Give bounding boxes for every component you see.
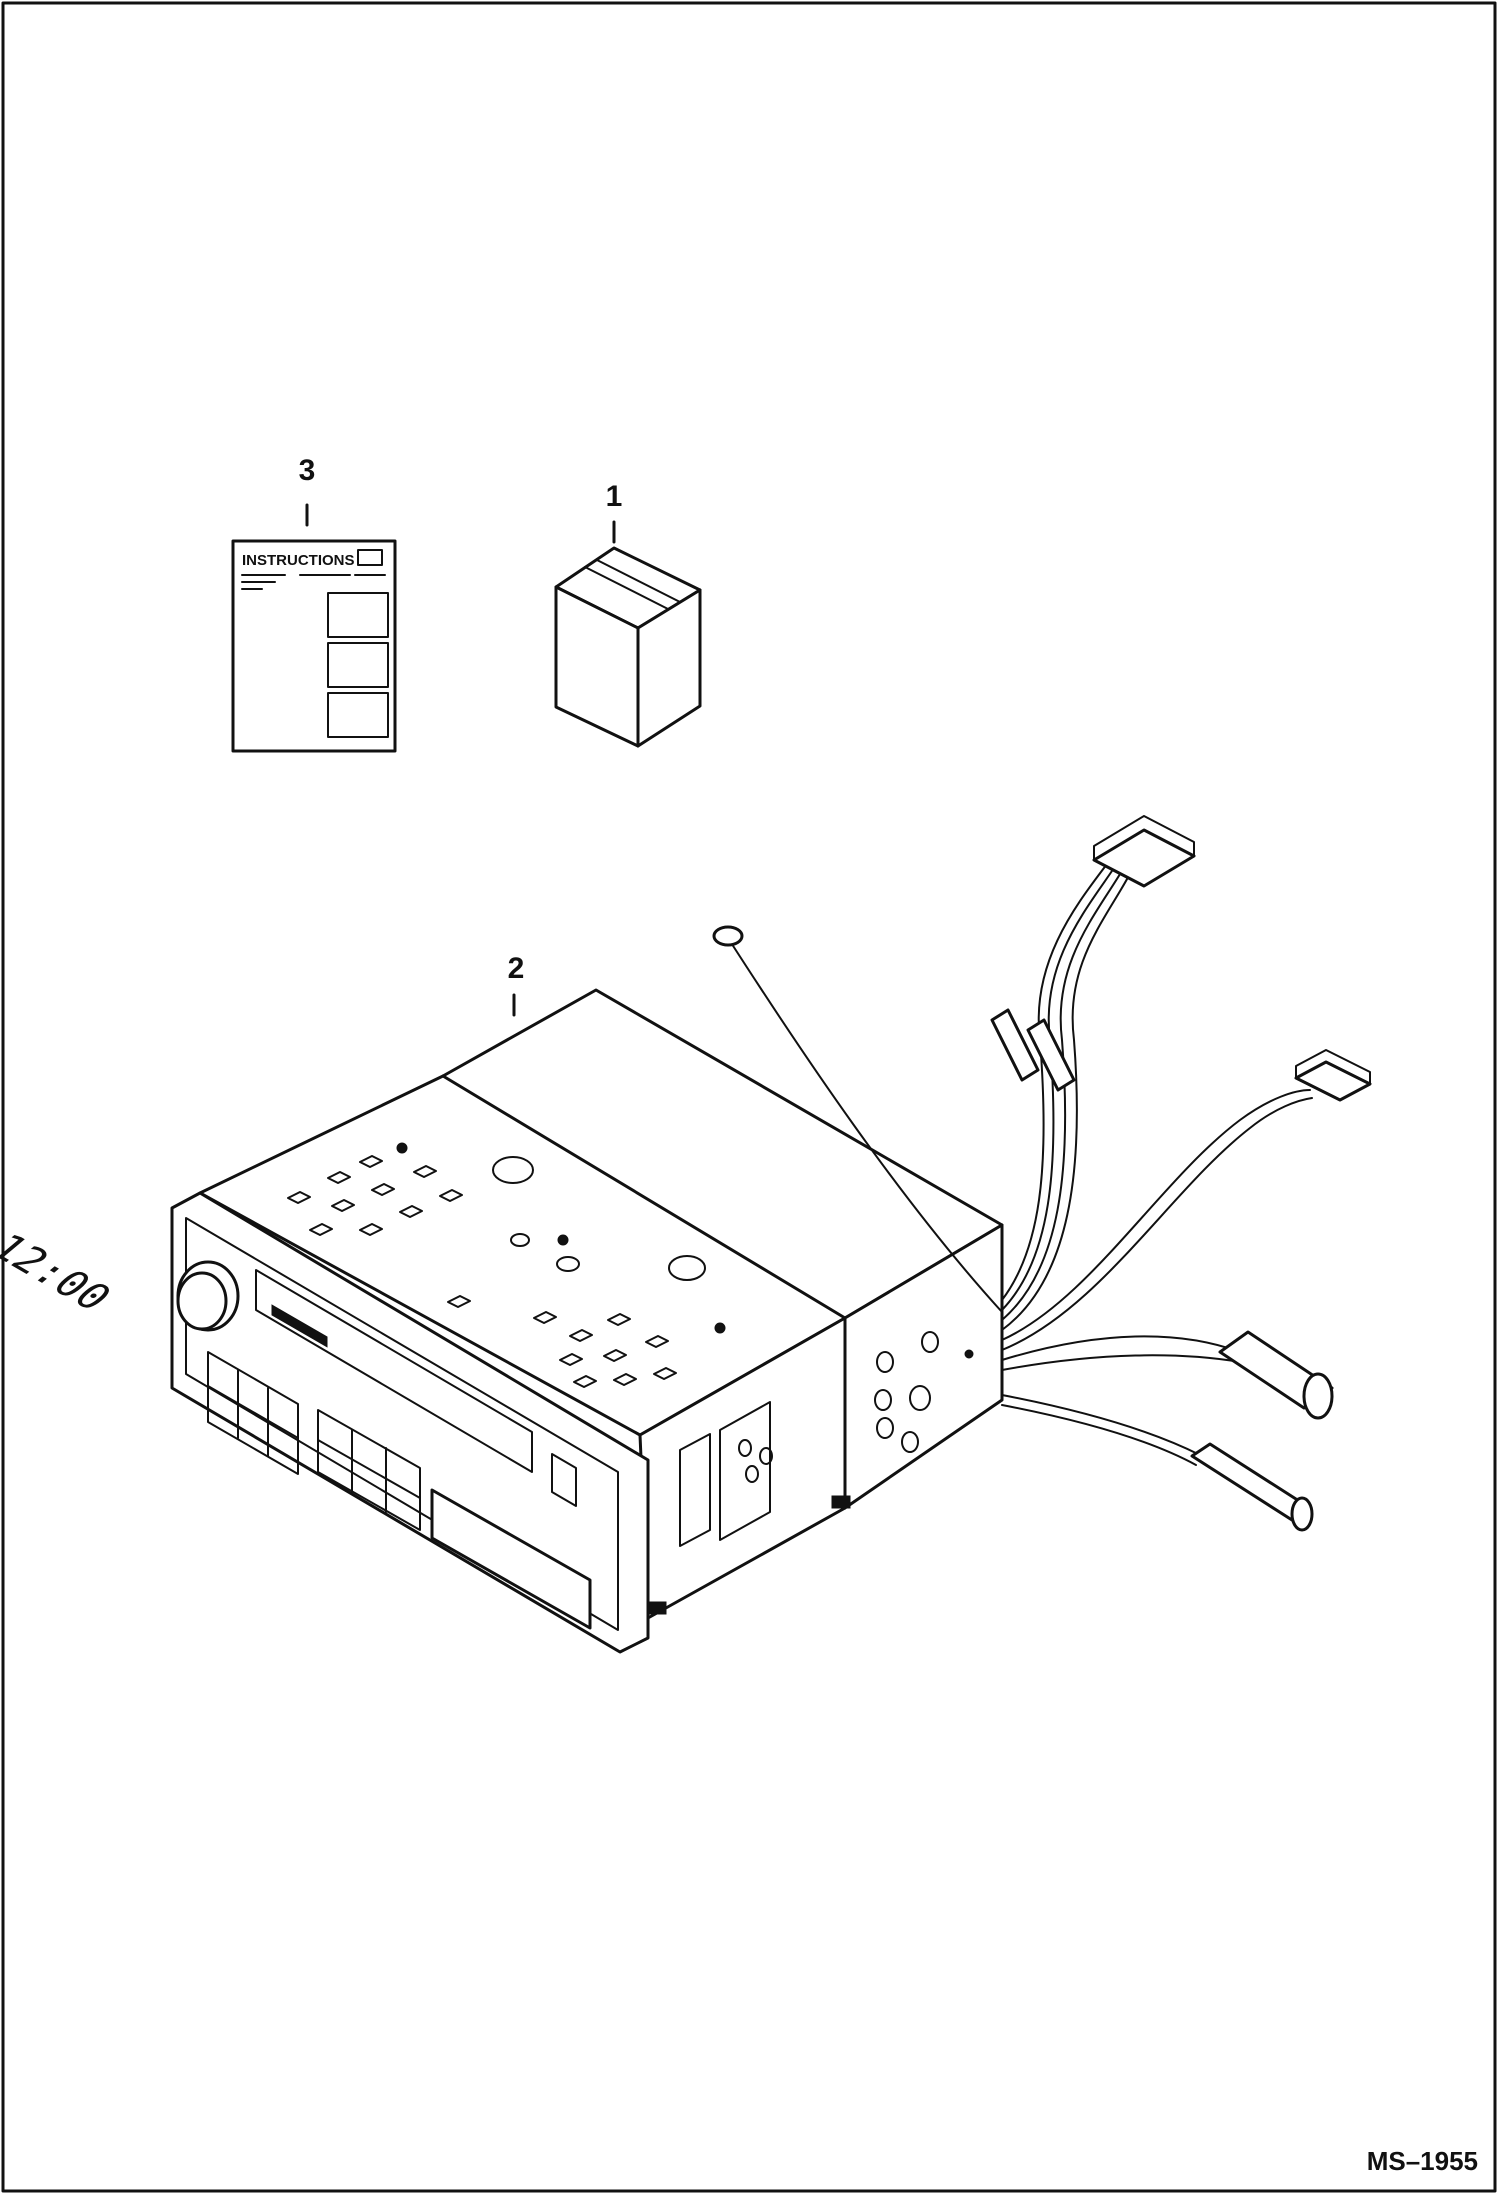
hardware-box: 1 <box>554 480 702 748</box>
instructions-title: INSTRUCTIONS <box>242 552 355 569</box>
radio-unit: 2 <box>0 815 1372 1654</box>
instructions-sheet: 3 INSTRUCTIONS <box>231 454 397 753</box>
drawing-id: MS–1955 <box>1367 2146 1478 2176</box>
callout-1: 1 <box>606 480 623 513</box>
callout-2: 2 <box>508 952 525 985</box>
callout-3: 3 <box>299 454 316 487</box>
clock-display: 12:00 <box>0 1226 122 1318</box>
